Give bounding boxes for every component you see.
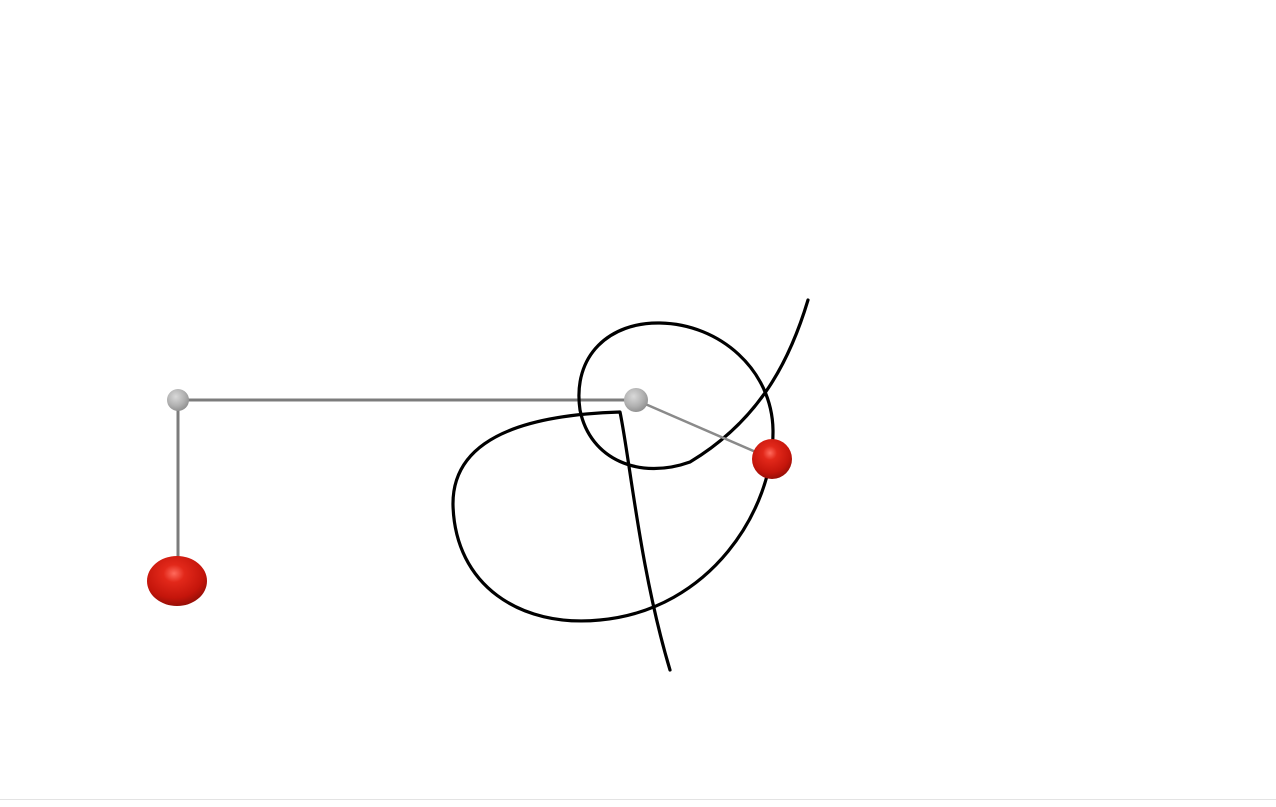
left-bob: [147, 556, 207, 606]
right-bob: [752, 439, 792, 479]
right-pivot-joint: [624, 388, 648, 412]
left-pendulum: [147, 389, 636, 606]
right-pendulum: [624, 388, 792, 479]
right-pendulum-rod: [635, 398, 773, 461]
left-pivot-joint: [167, 389, 189, 411]
bob-trajectory-curve: [451, 298, 810, 672]
bottom-divider: [0, 799, 1276, 800]
